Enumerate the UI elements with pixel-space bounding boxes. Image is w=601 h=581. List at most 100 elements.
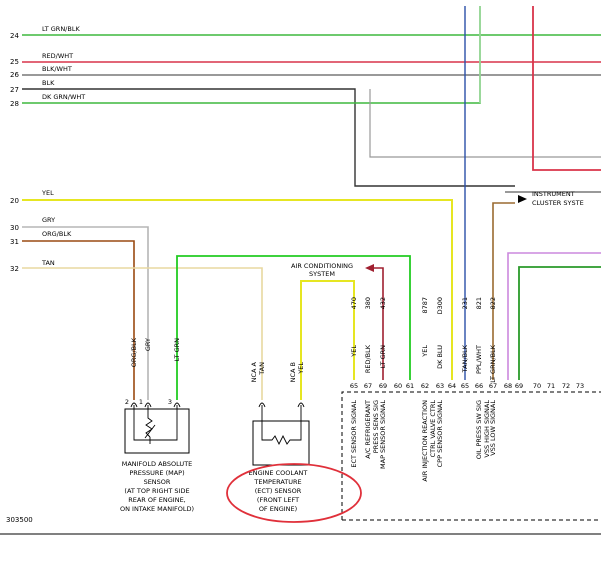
arrows (365, 195, 527, 272)
circuit-label-31: ORG/BLK (42, 230, 72, 238)
ect-wire-label: TAN (258, 362, 266, 376)
pcm-pin-13: 70 (533, 382, 541, 390)
map-wire-label: GRY (144, 338, 152, 351)
pcm-pin-number: 67 (364, 382, 372, 390)
wire-map-signal (176, 255, 411, 400)
circuit-label-28: DK GRN/WHT (42, 93, 85, 101)
wire-20 (22, 199, 453, 380)
circuit-number-27: 27 (10, 86, 19, 94)
pcm-wire-color: RED/BLK (364, 344, 372, 373)
circuit-number-24: 24 (10, 32, 19, 40)
pcm-pin-number: 67 (489, 382, 497, 390)
circuit-label-26: BLK/WHT (42, 65, 72, 73)
map-pin-socket (130, 402, 138, 408)
pcm-pin-number: 70 (533, 382, 541, 390)
wire-lt-grn-blk (518, 266, 601, 380)
pcm-pin-15: 72 (562, 382, 570, 390)
figure-id: 303500 (6, 516, 33, 524)
circuit-number-31: 31 (10, 238, 19, 246)
pcm-pin-number: 61 (406, 382, 414, 390)
wire-30 (22, 226, 149, 400)
wires (22, 6, 601, 400)
pcm-pin-number: 71 (547, 382, 555, 390)
ect-pin-label: NCA B (289, 362, 297, 382)
map-wire-label: LT GRN (173, 338, 181, 361)
pcm-signal-label: VSS HIGH SIGNAL (483, 400, 491, 458)
pcm-signal-label: OIL PRESS SW SIG (475, 400, 483, 459)
map-sensor-body (124, 408, 190, 454)
pcm-pin-7: 64 (448, 382, 456, 390)
pcm-pin-number: 66 (475, 382, 483, 390)
pcm-signal-label: ECT SENSOR SIGNAL (350, 400, 358, 468)
map-pin-number: 3 (168, 398, 172, 406)
pcm-circuit-number: D300 (436, 297, 444, 314)
pcm-pin-number: 68 (504, 382, 512, 390)
wire-31 (22, 240, 135, 400)
pcm-wire-color: PPL/WHT (475, 345, 483, 374)
pcm-signal-label: CPP SENSOR SIGNAL (436, 400, 444, 468)
wire-ect-signal (300, 280, 355, 400)
pcm-connector-box (341, 391, 601, 521)
ect-highlight-circle (226, 463, 362, 523)
pcm-wire-color: YEL (350, 345, 358, 358)
pcm-signal-label: MAP SENSOR SIGNAL (379, 400, 387, 469)
pcm-pin-number: 64 (448, 382, 456, 390)
pcm-wire-color: LT GRN (379, 345, 387, 368)
circuit-number-25: 25 (10, 58, 19, 66)
pcm-signal-label: A/C REFRIGERANT (364, 400, 372, 459)
wire-27 (22, 88, 515, 187)
pcm-pin-12: 69 (515, 382, 523, 390)
pcm-pin-number: 62 (421, 382, 429, 390)
map-pin-number: 1 (139, 398, 143, 406)
ect-wire-label: YEL (297, 362, 305, 375)
pcm-circuit-number: 380 (364, 297, 372, 309)
wire-ppl-wht (507, 252, 601, 380)
map-wire-label: ORG/BLK (130, 337, 138, 367)
pcm-circuit-number: 470 (350, 297, 358, 309)
pcm-pin-4: 61 (406, 382, 414, 390)
pcm-pin-number: 65 (350, 382, 358, 390)
wire-red-right (532, 6, 601, 171)
pcm-pin-14: 71 (547, 382, 555, 390)
map-sensor-internal (133, 405, 178, 444)
pcm-pin-3: 60 (394, 382, 402, 390)
wire-32 (22, 267, 263, 400)
left-circuit-labels: 24 LT GRN/BLK 25 RED/WHT 26 BLK/WHT 27 B… (10, 25, 85, 273)
pcm-pin-16: 73 (576, 382, 584, 390)
map-sensor: 2 ORG/BLK 1 GRY 3 LT GRN (124, 337, 190, 454)
pcm-pin-number: 72 (562, 382, 570, 390)
ect-pin-label: NCA A (250, 361, 258, 382)
pcm-pin-number: 69 (379, 382, 387, 390)
pcm-pin-number: 73 (576, 382, 584, 390)
circuit-label-25: RED/WHT (42, 52, 73, 60)
map-pin-socket (144, 402, 152, 408)
pcm-circuit-number: 432 (379, 297, 387, 309)
pcm-signal-label: VSS LOW SIGNAL (489, 400, 497, 456)
map-pin-number: 2 (125, 398, 129, 406)
pcm-signal-label: AIR INJECTION REACTION (421, 400, 429, 482)
pcm-pin-11: 68 (504, 382, 512, 390)
circuit-label-30: GRY (42, 216, 55, 224)
circuit-label-27: BLK (42, 79, 55, 87)
ac-system-arrow (365, 264, 374, 272)
ect-sensor-internal (261, 405, 302, 446)
circuit-label-20: YEL (41, 189, 54, 197)
map-pin-socket (173, 402, 181, 408)
pcm-circuit-number: 8787 (421, 297, 429, 314)
wire-gray-bus (369, 89, 601, 158)
pcm-wire-color: TAN/BLK (461, 344, 469, 373)
circuit-number-26: 26 (10, 71, 19, 79)
pcm-circuit-number: 231 (461, 297, 469, 309)
pcm-circuit-number: 821 (475, 297, 483, 309)
pcm-pin-number: 65 (461, 382, 469, 390)
pcm-signal-label: CTRL VALVE CTRL (429, 400, 437, 458)
